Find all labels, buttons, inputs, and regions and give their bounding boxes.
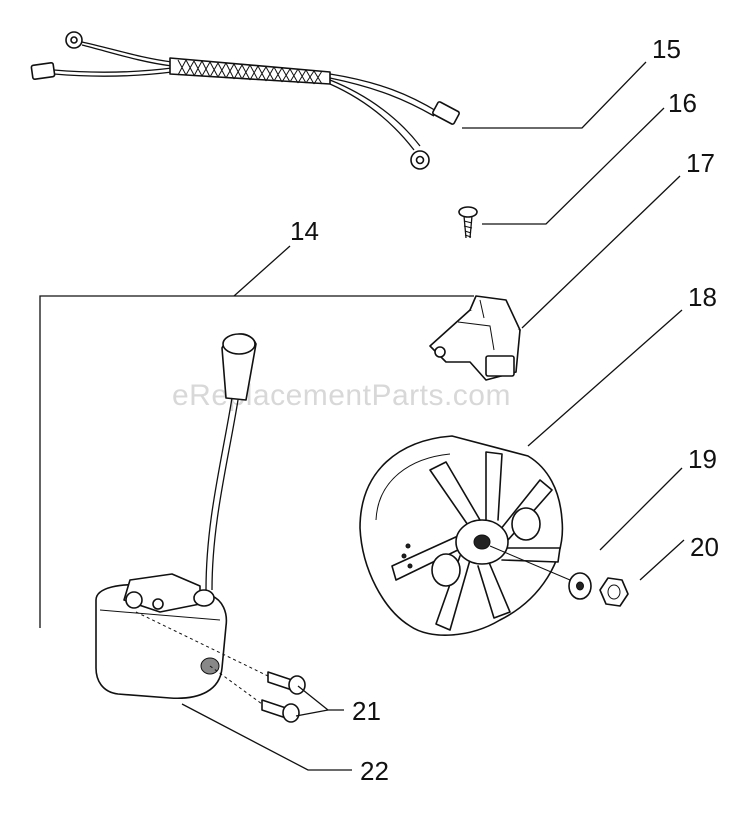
callout-16: 16	[668, 88, 697, 118]
coil-bolts	[261, 671, 306, 723]
callout-20: 20	[690, 532, 719, 562]
callout-21: 21	[352, 696, 381, 726]
washer	[568, 572, 592, 600]
nut	[599, 577, 629, 607]
callout-14: 14	[290, 216, 319, 246]
ignition-coil	[95, 333, 257, 700]
module-bracket	[429, 295, 521, 381]
watermark: eReplacementParts.com	[172, 379, 511, 412]
callout-18: 18	[688, 282, 717, 312]
callout-17: 17	[686, 148, 715, 178]
leader-lines	[39, 61, 685, 771]
callout-19: 19	[688, 444, 717, 474]
wire-harness	[30, 31, 460, 170]
flywheel	[359, 435, 571, 636]
screw	[458, 206, 478, 239]
callout-15: 15	[652, 34, 681, 64]
callout-22: 22	[360, 756, 389, 786]
